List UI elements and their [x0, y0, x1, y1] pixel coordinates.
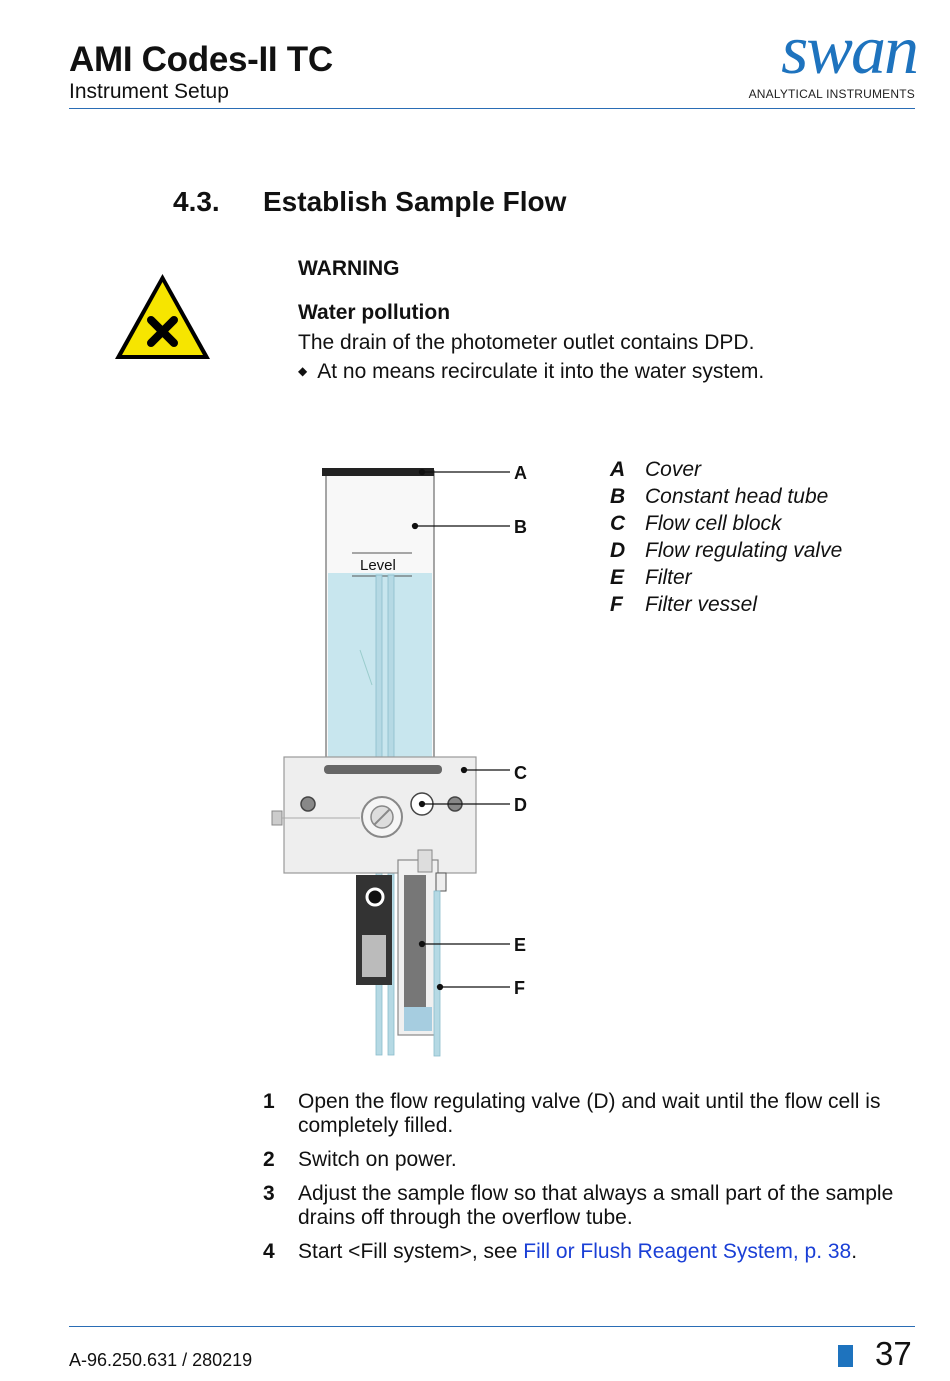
- step-item: 3 Adjust the sample flow so that always …: [263, 1182, 894, 1229]
- header-divider: [69, 108, 915, 109]
- document-subtitle: Instrument Setup: [69, 80, 229, 103]
- page-marker: [838, 1345, 853, 1367]
- callout-e: E: [514, 935, 526, 955]
- warning-text: The drain of the photometer outlet conta…: [298, 331, 755, 354]
- document-title: AMI Codes-II TC: [69, 40, 333, 79]
- document-reference: A-96.250.631 / 280219: [69, 1350, 253, 1370]
- cover: [322, 468, 434, 476]
- section-number: 4.3.: [173, 186, 220, 217]
- warning-subheading: Water pollution: [298, 301, 451, 324]
- logo-tagline: ANALYTICAL INSTRUMENTS: [748, 87, 915, 101]
- fill-flush-reagent-link[interactable]: Fill or Flush Reagent System, p. 38: [523, 1240, 852, 1263]
- callout-b: B: [514, 517, 527, 537]
- bullet-diamond-icon: ◆: [298, 364, 308, 378]
- level-label: Level: [360, 557, 396, 574]
- callout-f: F: [514, 978, 525, 998]
- swan-logo: swan ANALYTICAL INSTRUMENTS: [748, 16, 919, 104]
- warning-heading: WARNING: [298, 257, 400, 280]
- logo-word: swan: [781, 12, 919, 89]
- callout-d: D: [514, 795, 527, 815]
- harmful-x-warning-icon: [115, 274, 210, 359]
- callout-a: A: [514, 463, 527, 483]
- block-gasket: [324, 765, 442, 774]
- page-number: 37: [875, 1335, 912, 1372]
- footer-divider: [69, 1326, 915, 1327]
- procedure-steps: 1 Open the flow regulating valve (D) and…: [263, 1090, 923, 1274]
- step-item: 1 Open the flow regulating valve (D) and…: [263, 1090, 881, 1137]
- filter: [404, 875, 426, 1010]
- warning-bullet: ◆ At no means recirculate it into the wa…: [298, 360, 764, 384]
- callout-c: C: [514, 763, 527, 783]
- step-item: 2 Switch on power.: [263, 1148, 457, 1171]
- flow-cell-diagram: Level A B C D E F: [271, 463, 527, 1057]
- warning-bullet-text: At no means recirculate it into the wate…: [317, 360, 765, 383]
- step-item: 4 Start <Fill system>, see Fill or Flush…: [263, 1240, 858, 1263]
- section-title: Establish Sample Flow: [263, 186, 567, 217]
